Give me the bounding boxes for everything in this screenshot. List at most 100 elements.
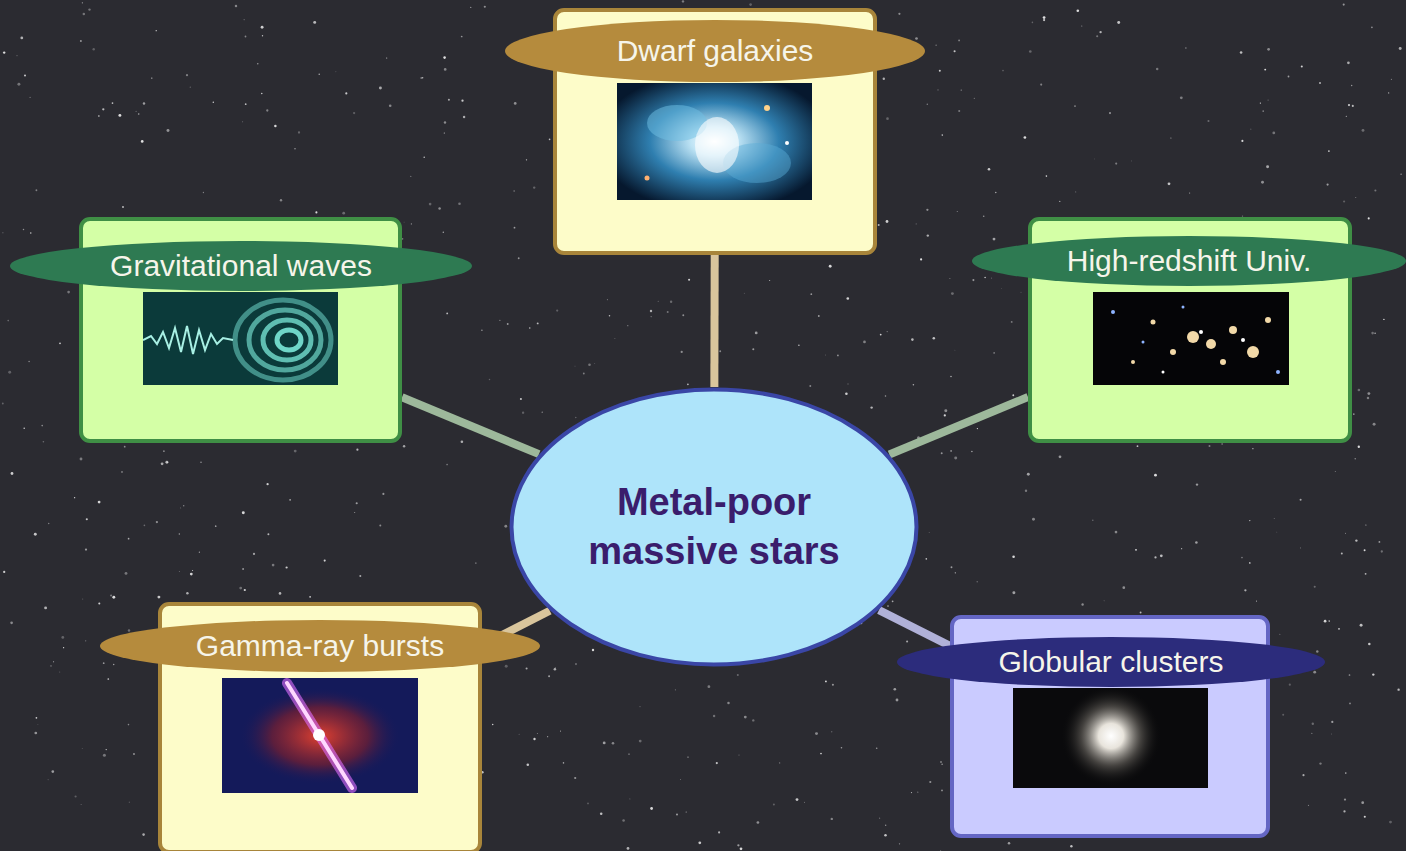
star bbox=[128, 801, 130, 803]
star bbox=[1335, 471, 1336, 472]
star bbox=[190, 87, 191, 88]
star bbox=[1319, 82, 1321, 84]
star bbox=[125, 572, 128, 575]
star bbox=[911, 338, 914, 341]
star bbox=[83, 13, 86, 16]
star bbox=[1025, 490, 1027, 492]
star bbox=[513, 190, 515, 192]
heading-pill: Gamma-ray bursts bbox=[100, 620, 540, 672]
star bbox=[1260, 102, 1261, 103]
star bbox=[37, 724, 39, 726]
star bbox=[707, 685, 710, 688]
star bbox=[1122, 586, 1125, 589]
central-ellipse: Metal-poor massive stars bbox=[509, 387, 919, 667]
star bbox=[10, 621, 13, 624]
star bbox=[716, 762, 718, 764]
star bbox=[698, 841, 701, 844]
star bbox=[167, 129, 170, 132]
star bbox=[103, 662, 105, 664]
star bbox=[574, 777, 576, 779]
star bbox=[144, 525, 146, 527]
star bbox=[658, 301, 659, 302]
star bbox=[167, 462, 168, 463]
star bbox=[737, 844, 739, 846]
star bbox=[522, 412, 524, 414]
star bbox=[977, 581, 978, 582]
star bbox=[941, 764, 942, 765]
star bbox=[112, 102, 114, 104]
star bbox=[382, 493, 384, 495]
star bbox=[1378, 541, 1380, 543]
star bbox=[8, 371, 11, 374]
heading-pill: Gravitational waves bbox=[10, 241, 472, 291]
star bbox=[429, 203, 432, 206]
star bbox=[925, 558, 927, 560]
star bbox=[549, 138, 551, 140]
star bbox=[1115, 531, 1118, 534]
star bbox=[1115, 163, 1117, 165]
star bbox=[940, 761, 941, 762]
star bbox=[1288, 76, 1290, 78]
topic-box: Gamma-ray bursts bbox=[158, 602, 482, 851]
star bbox=[242, 511, 245, 514]
star bbox=[199, 552, 200, 553]
star bbox=[289, 499, 291, 501]
star bbox=[143, 102, 145, 104]
star bbox=[1289, 684, 1291, 686]
star bbox=[186, 74, 188, 76]
star bbox=[831, 818, 833, 820]
star bbox=[133, 753, 135, 755]
star bbox=[324, 560, 326, 562]
star bbox=[121, 471, 123, 473]
star bbox=[1349, 674, 1351, 676]
star bbox=[128, 629, 130, 631]
star bbox=[266, 109, 268, 111]
star bbox=[80, 458, 83, 461]
star bbox=[951, 566, 953, 568]
star bbox=[1092, 520, 1094, 522]
star bbox=[30, 97, 31, 98]
star bbox=[30, 232, 31, 233]
star bbox=[1374, 332, 1375, 333]
star bbox=[892, 600, 894, 602]
star bbox=[1319, 762, 1321, 764]
star bbox=[796, 798, 799, 801]
star bbox=[403, 445, 405, 447]
star bbox=[518, 733, 520, 735]
star bbox=[461, 36, 463, 38]
star bbox=[475, 562, 477, 564]
star bbox=[687, 383, 689, 385]
star bbox=[847, 383, 848, 384]
star bbox=[235, 5, 237, 7]
star bbox=[53, 661, 54, 662]
star bbox=[112, 596, 115, 599]
star bbox=[1345, 772, 1347, 774]
star bbox=[7, 320, 9, 322]
star bbox=[444, 121, 446, 123]
star bbox=[870, 406, 872, 408]
star bbox=[34, 732, 37, 735]
star bbox=[575, 417, 576, 418]
star bbox=[75, 795, 77, 797]
star bbox=[1012, 394, 1014, 396]
star bbox=[1331, 733, 1333, 735]
star bbox=[1276, 531, 1278, 533]
star bbox=[379, 87, 382, 90]
star bbox=[244, 589, 246, 591]
star bbox=[738, 754, 739, 755]
star bbox=[1351, 85, 1352, 86]
star bbox=[113, 664, 115, 666]
star bbox=[893, 688, 896, 691]
star bbox=[885, 395, 887, 397]
star bbox=[941, 452, 943, 454]
connector-line bbox=[879, 610, 950, 646]
star bbox=[1362, 129, 1365, 132]
star bbox=[1343, 810, 1345, 812]
star bbox=[993, 238, 996, 241]
star bbox=[1029, 50, 1032, 53]
star bbox=[1311, 733, 1312, 734]
star bbox=[1096, 35, 1098, 37]
star bbox=[16, 55, 18, 57]
star bbox=[815, 732, 818, 735]
star bbox=[537, 322, 539, 324]
